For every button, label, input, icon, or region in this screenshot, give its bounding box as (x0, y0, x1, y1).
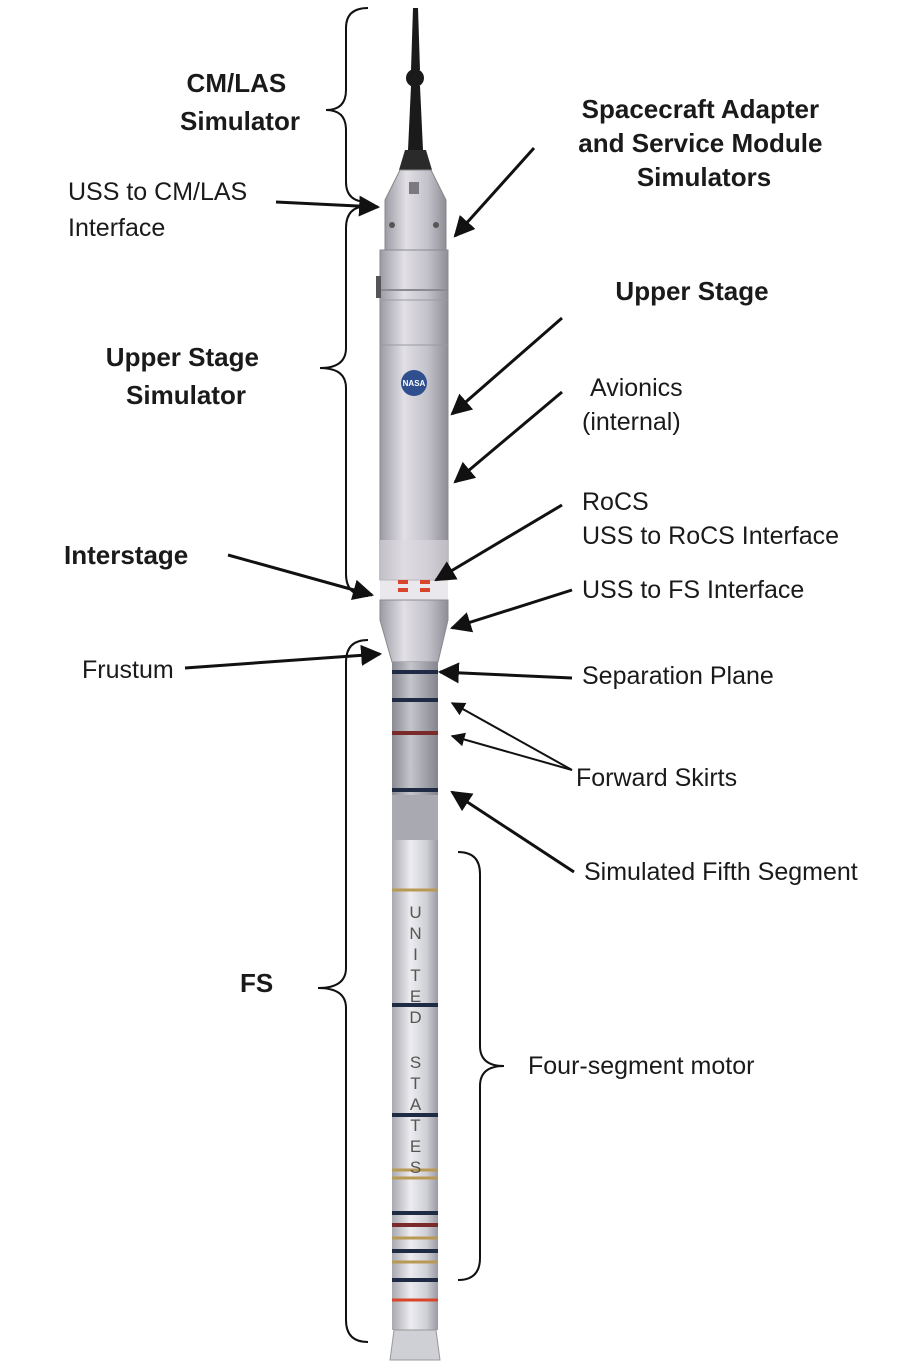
arrow-fifth-segment (450, 790, 575, 874)
upper-stage-body: NASA (376, 249, 449, 600)
arrow-uss-cmlas (275, 195, 381, 217)
label-upper-stage: Upper Stage (615, 276, 768, 306)
side-letter: S (410, 1158, 422, 1177)
arrow-spacecraft-adapter (453, 146, 536, 238)
side-letter: T (410, 1116, 421, 1135)
label-avionics: Avionics (internal) (582, 374, 690, 436)
label-spacecraft-adapter: Spacecraft Adapter and Service Module Si… (578, 94, 829, 192)
arrows (184, 146, 575, 874)
crew-module-simulator (384, 169, 447, 251)
side-letter: E (410, 987, 422, 1006)
label-simulated-fifth-segment: Simulated Fifth Segment (584, 858, 858, 886)
rocs-marks (398, 580, 430, 592)
label-cmlas-simulator: CM/LAS Simulator (180, 68, 300, 136)
arrow-rocs (434, 503, 563, 582)
forward-skirt-section (392, 662, 438, 840)
side-letter: I (413, 945, 419, 964)
label-forward-skirts: Forward Skirts (576, 764, 737, 792)
label-separation-plane: Separation Plane (582, 662, 774, 690)
labels: CM/LAS Simulator USS to CM/LAS Interface… (64, 68, 858, 1080)
nozzle (389, 1329, 441, 1361)
label-frustum: Frustum (82, 656, 174, 684)
arrow-forward-skirt-2 (450, 732, 573, 771)
arrow-frustum (184, 644, 383, 670)
rocket: NASA (376, 8, 449, 1361)
label-uss-to-fs: USS to FS Interface (582, 576, 804, 604)
side-letter: D (409, 1008, 422, 1027)
arrow-uss-fs (449, 588, 573, 633)
nasa-logo: NASA (401, 370, 427, 396)
frustum (379, 599, 449, 663)
brace-four-segment (457, 851, 505, 1281)
side-letter: A (410, 1095, 422, 1114)
arrow-avionics (453, 390, 563, 484)
side-letter: E (410, 1137, 422, 1156)
arrow-upper-stage (450, 316, 563, 416)
side-letter: T (410, 1074, 421, 1093)
brace-fs (317, 639, 369, 1343)
side-letter: T (410, 966, 421, 985)
braces (317, 7, 505, 1343)
arrow-interstage (227, 553, 375, 601)
side-letter: S (410, 1053, 422, 1072)
label-uss-to-cmlas: USS to CM/LAS Interface (68, 178, 254, 242)
arrow-forward-skirt-1 (450, 702, 573, 771)
las-tower (399, 8, 432, 170)
label-interstage: Interstage (64, 540, 188, 570)
label-rocs: RoCS USS to RoCS Interface (582, 488, 839, 550)
arrow-separation-plane (437, 662, 573, 684)
label-upper-stage-simulator: Upper Stage Simulator (106, 342, 266, 410)
brace-upper-stage (319, 205, 369, 597)
label-fs: FS (240, 968, 273, 998)
brace-cmlas (325, 7, 369, 203)
side-letter: U (409, 903, 422, 922)
nasa-logo-text: NASA (403, 379, 426, 388)
label-four-segment-motor: Four-segment motor (528, 1052, 754, 1080)
side-letter: N (409, 924, 422, 943)
cm-window (409, 182, 419, 194)
